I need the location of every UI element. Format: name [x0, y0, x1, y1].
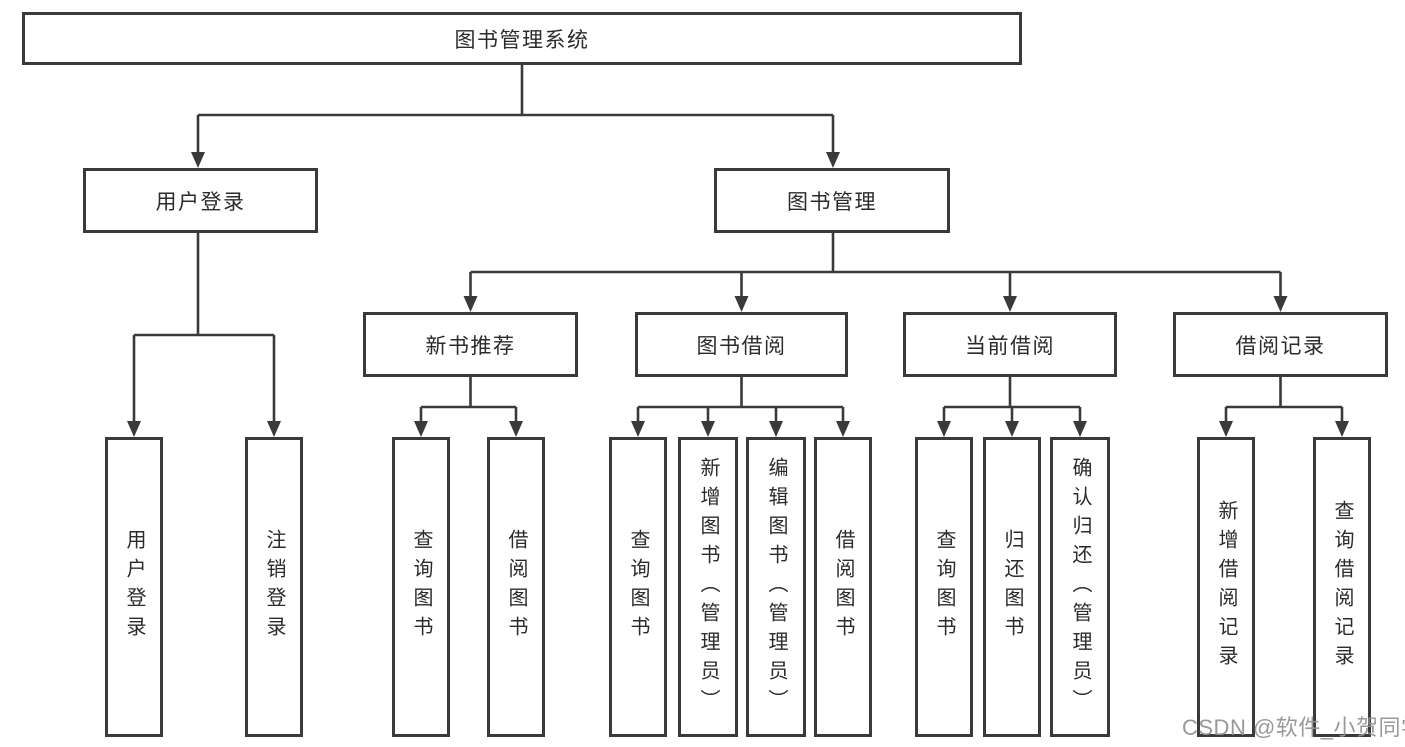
arrow-down-icon: [701, 421, 715, 437]
node-new-book-recommendation: 新书推荐: [363, 312, 578, 377]
leaf-edit-books-admin: 编辑图书（管理员）: [746, 437, 806, 737]
arrow-down-icon: [734, 296, 749, 312]
leaf-query-books-borrowing: 查询图书: [609, 437, 667, 737]
connector-root-to-level2: [191, 65, 840, 168]
leaf-confirm-return-admin: 确认归还（管理员）: [1050, 437, 1110, 737]
leaf-query-borrow-record: 查询借阅记录: [1313, 437, 1371, 737]
connector-user-login-to-leaves: [127, 233, 281, 437]
arrow-down-icon: [414, 421, 428, 437]
connector-book-borrowing-to-leaves: [631, 377, 850, 437]
arrow-down-icon: [1003, 296, 1017, 312]
arrow-down-icon: [1273, 296, 1288, 312]
arrow-down-icon: [1219, 421, 1233, 437]
leaf-user-login: 用户登录: [105, 437, 163, 737]
arrow-down-icon: [463, 296, 478, 312]
node-book-borrowing: 图书借阅: [635, 312, 848, 377]
arrow-down-icon: [769, 421, 783, 437]
arrow-down-icon: [127, 421, 141, 437]
arrow-down-icon: [826, 152, 840, 168]
node-current-borrowing: 当前借阅: [903, 312, 1117, 377]
leaf-add-borrow-record: 新增借阅记录: [1197, 437, 1255, 737]
watermark: CSDN @软件_小贺同学: [1182, 715, 1405, 740]
connector-current-borrowing-to-leaves: [937, 377, 1087, 437]
arrow-down-icon: [937, 421, 951, 437]
node-book-management: 图书管理: [714, 168, 950, 233]
connector-book-management-to-level3: [463, 233, 1288, 312]
arrow-down-icon: [836, 421, 850, 437]
arrow-down-icon: [509, 421, 523, 437]
arrow-down-icon: [267, 421, 281, 437]
leaf-query-books-recommend: 查询图书: [392, 437, 450, 737]
node-user-login: 用户登录: [83, 168, 318, 233]
leaf-borrow-books-recommend: 借阅图书: [487, 437, 545, 737]
leaf-logout: 注销登录: [245, 437, 303, 737]
arrow-down-icon: [1073, 421, 1087, 437]
connector-new-book-recommend-to-leaves: [414, 377, 523, 437]
node-root-library-management-system: 图书管理系统: [22, 12, 1022, 65]
arrow-down-icon: [191, 152, 205, 168]
arrow-down-icon: [1005, 421, 1019, 437]
leaf-return-books: 归还图书: [983, 437, 1041, 737]
arrow-down-icon: [1335, 421, 1349, 437]
leaf-borrow-books: 借阅图书: [814, 437, 872, 737]
connector-borrowing-records-to-leaves: [1219, 377, 1349, 437]
leaf-query-books-current: 查询图书: [915, 437, 973, 737]
arrow-down-icon: [631, 421, 645, 437]
node-borrowing-records: 借阅记录: [1173, 312, 1388, 377]
leaf-add-books-admin: 新增图书（管理员）: [678, 437, 738, 737]
